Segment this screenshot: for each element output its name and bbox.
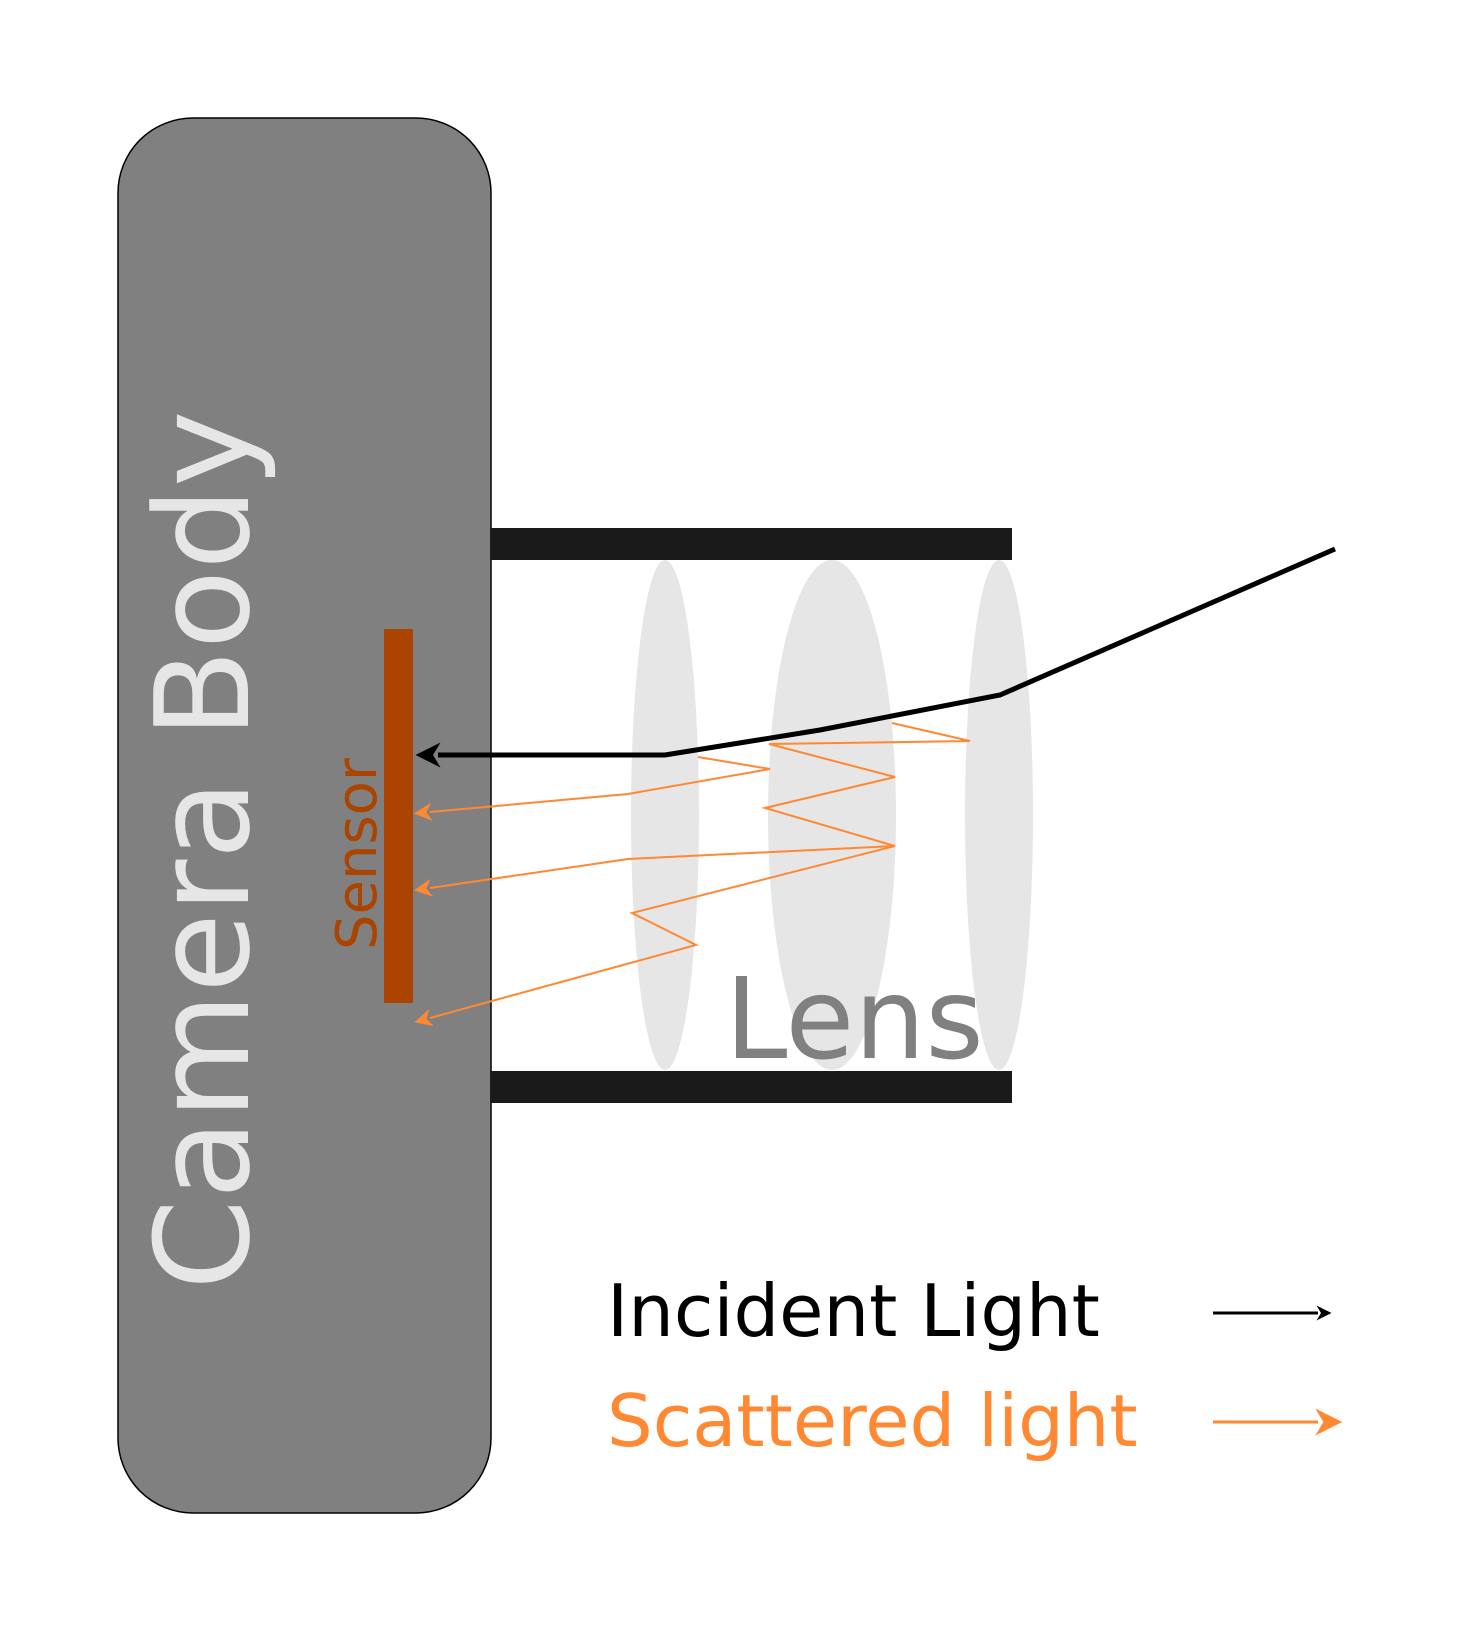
camera-body-label: Camera Body bbox=[127, 410, 279, 1290]
lens-barrel-bottom bbox=[491, 1071, 1012, 1103]
sensor-label: Sensor bbox=[325, 757, 390, 950]
incident-light-ray bbox=[415, 546, 1336, 768]
scattered-light-ray-3 bbox=[414, 845, 896, 1027]
scattered-light-ray-2 bbox=[413, 722, 971, 897]
lens-element-2 bbox=[768, 560, 896, 1070]
lens-barrel-top bbox=[491, 528, 1012, 560]
lens-element-1 bbox=[631, 560, 699, 1070]
camera-body bbox=[117, 117, 492, 1514]
sensor bbox=[384, 629, 413, 1003]
legend-incident-label: Incident Light bbox=[607, 1269, 1100, 1353]
scattered-light-ray-1 bbox=[413, 756, 771, 821]
legend-scattered-label: Scattered light bbox=[607, 1379, 1138, 1463]
lens-label: Lens bbox=[725, 955, 984, 1085]
